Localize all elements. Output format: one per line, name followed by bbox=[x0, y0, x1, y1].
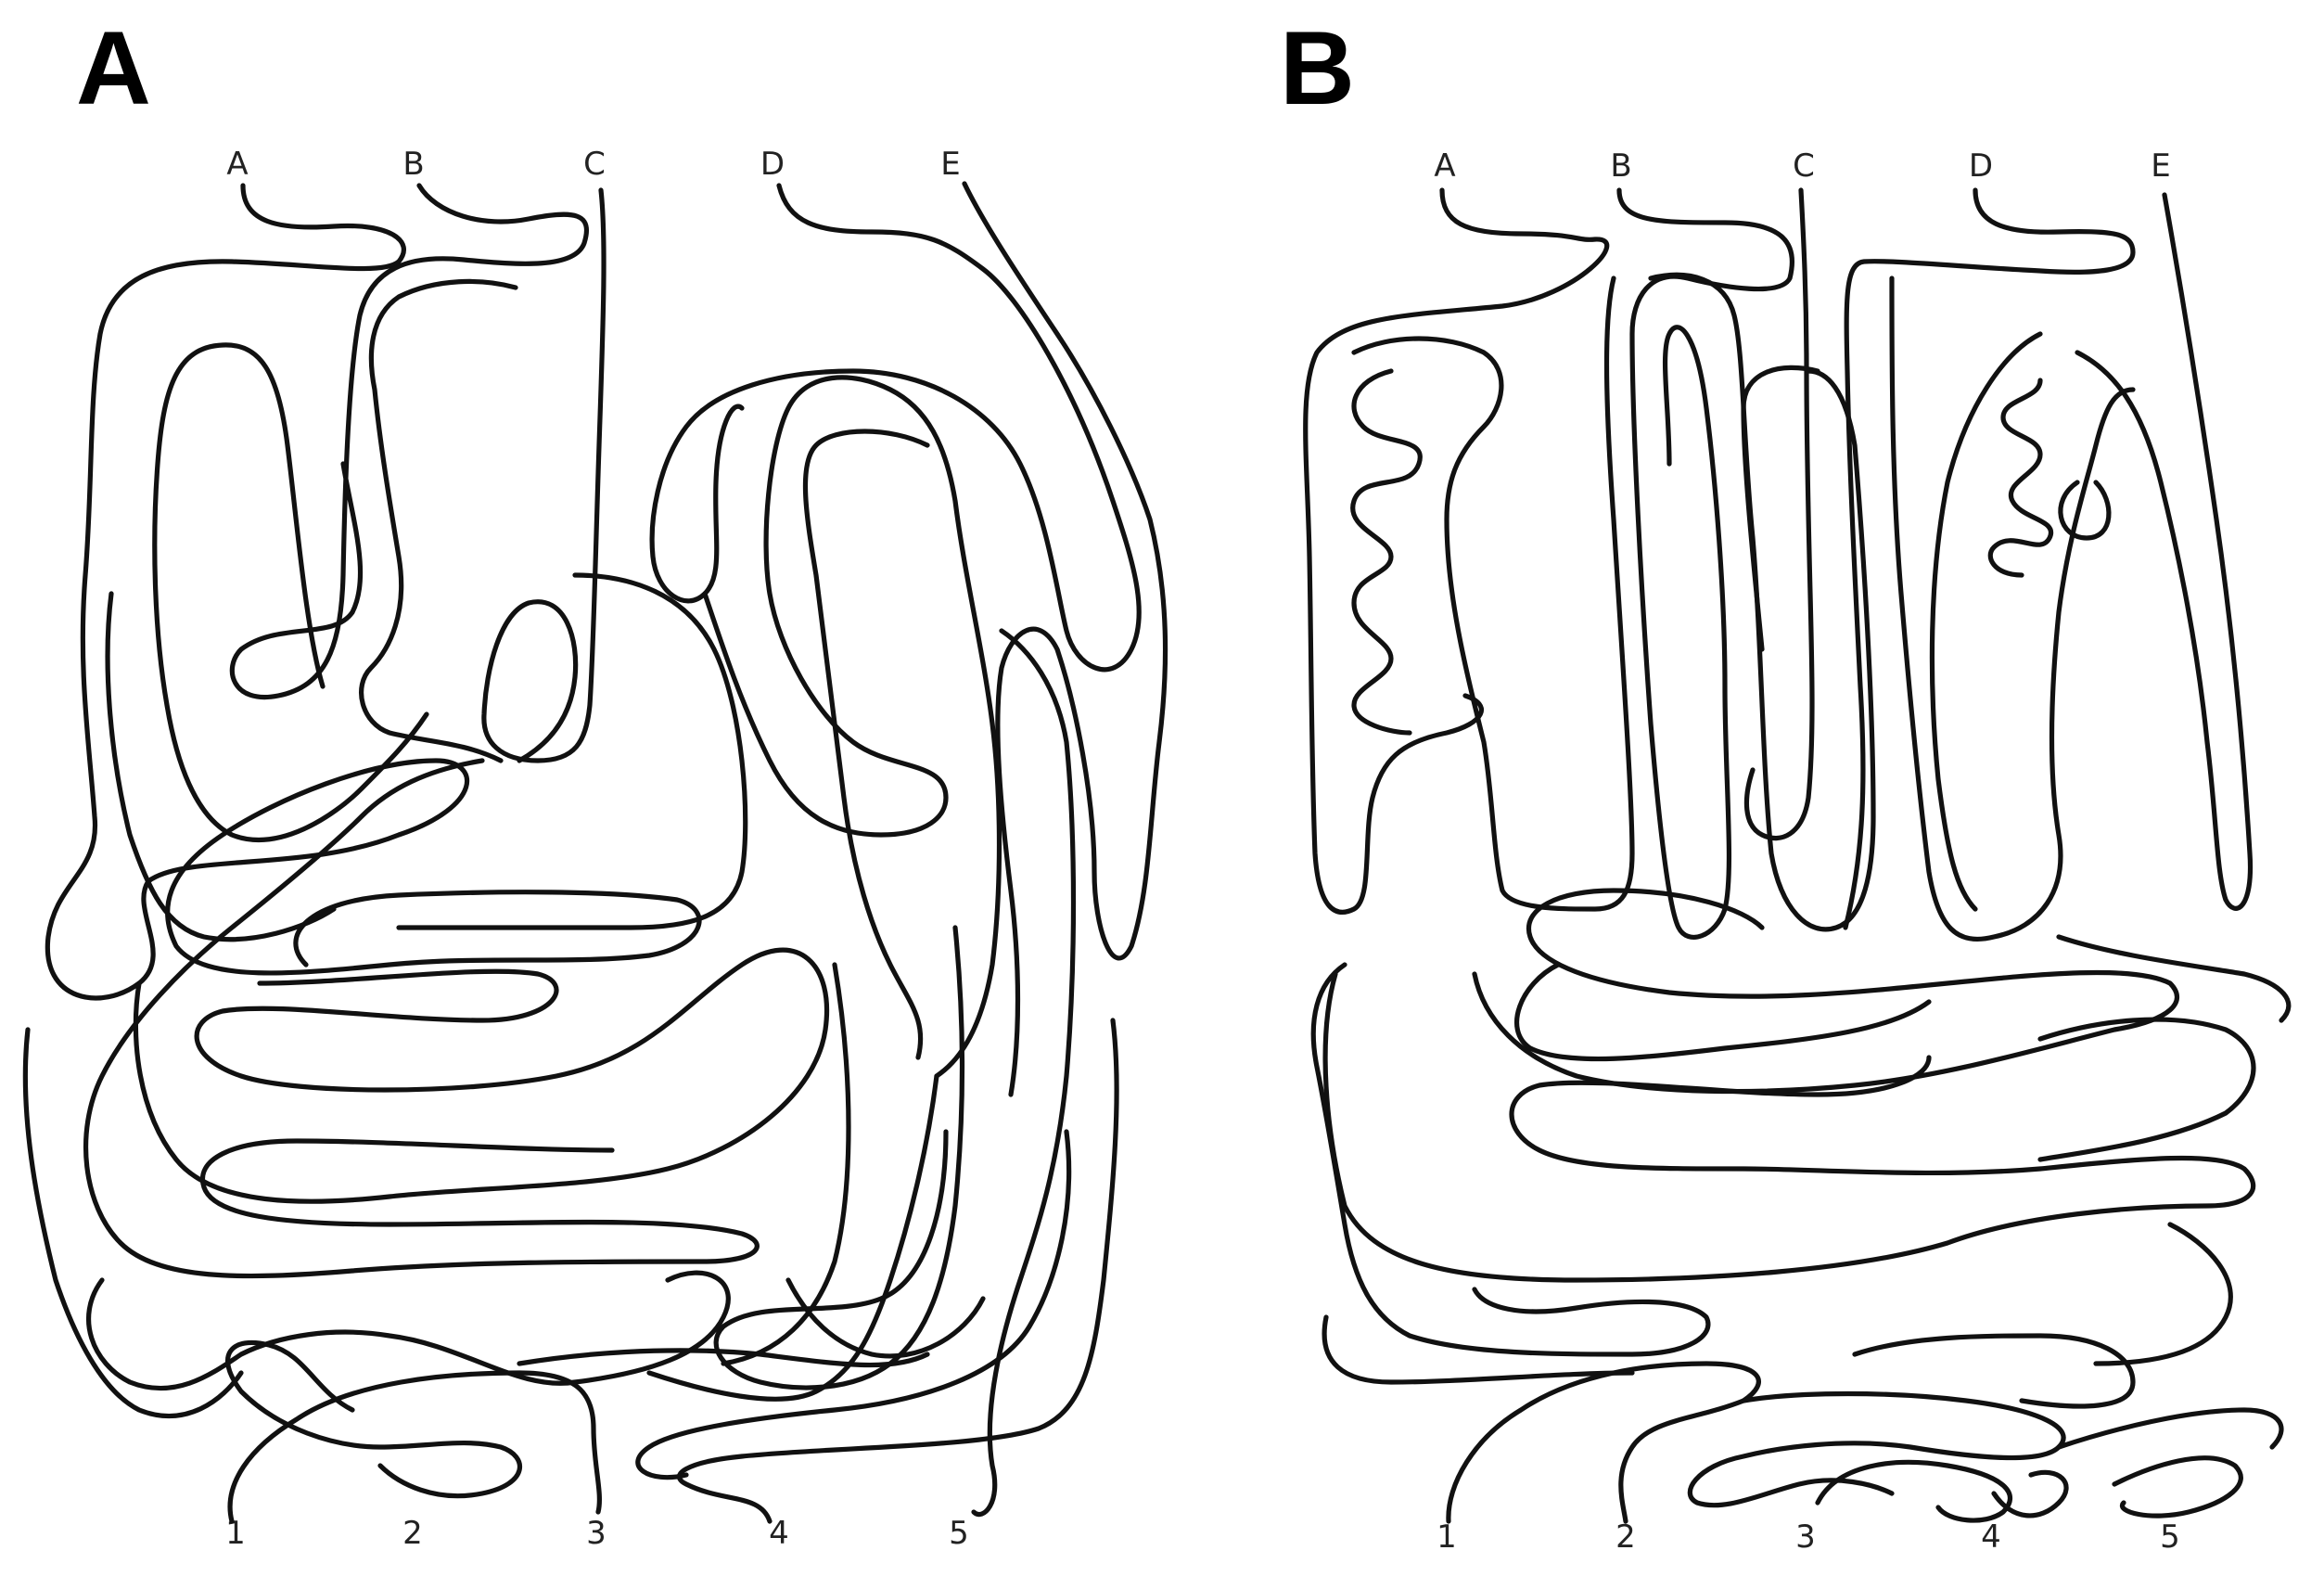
panel-b-letter: B bbox=[1280, 10, 1355, 126]
panel-b-path-b2 bbox=[1648, 272, 1876, 932]
panel-a-path-bottom1 bbox=[227, 1370, 602, 1524]
panel-a-path-bottom6 bbox=[785, 1277, 986, 1359]
panel-a-path-bottom2 bbox=[225, 1339, 523, 1499]
panel-a-bottom-label-3: 3 bbox=[586, 1515, 607, 1552]
panel-a-letter: A bbox=[76, 10, 151, 126]
panel-b-path-d3 bbox=[1929, 331, 2043, 912]
panel-b-path-d4 bbox=[1987, 378, 2054, 578]
panel-b-path-e bbox=[2075, 192, 2254, 911]
panel-b-path-loop3 bbox=[1513, 962, 1932, 1062]
panel-b-path-left2 bbox=[1322, 1314, 1635, 1385]
panel-b-path-bottom2 bbox=[1687, 1390, 2066, 1508]
panel-b-path-bottom4 bbox=[1991, 1469, 2069, 1518]
panel-b-maze-lines bbox=[1303, 187, 2292, 1524]
panel-a-path-d bbox=[649, 183, 1142, 673]
panel-b-path-a3 bbox=[1351, 275, 1635, 912]
panel-b-bottom-label-3: 3 bbox=[1795, 1518, 1816, 1556]
panel-b-path-bottom6 bbox=[2056, 1407, 2284, 1450]
panel-a-path-right4 bbox=[635, 1129, 1072, 1480]
panel-b-path-loop5 bbox=[2056, 934, 2292, 1023]
panel-a-path-right1 bbox=[971, 628, 1077, 1518]
panel-a-path-mid bbox=[83, 758, 760, 1279]
panel-a-path-d3 bbox=[802, 429, 930, 1060]
panel-b-path-bottom3 bbox=[1815, 1459, 2013, 1523]
panel-a-path-a bbox=[45, 183, 702, 1001]
panel-b-top-label-e: E bbox=[2151, 147, 2170, 185]
panel-b-path-bottom5 bbox=[2112, 1455, 2243, 1518]
panel-b-bottom-label-2: 2 bbox=[1615, 1518, 1636, 1556]
panel-a-top-label-a: A bbox=[226, 146, 248, 183]
panel-b-path-a2 bbox=[1350, 368, 1423, 736]
panel-b-path-c2 bbox=[1741, 365, 1820, 652]
panel-b-path-d5 bbox=[2058, 480, 2112, 541]
panel-b: B A B C D E 1 2 3 4 5 bbox=[1280, 10, 2292, 1556]
panel-b-path-bottom7 bbox=[1852, 1333, 2136, 1409]
panel-b-path-a bbox=[1303, 187, 1610, 915]
panel-a-path-e bbox=[962, 181, 1168, 1097]
panel-b-path-c bbox=[1743, 187, 1815, 841]
panel-a-bottom-label-1: 1 bbox=[225, 1515, 246, 1552]
panel-a-bottom-label-2: 2 bbox=[402, 1515, 423, 1552]
panel-a-top-label-d: D bbox=[760, 146, 785, 183]
panel-a-path-bottom3 bbox=[86, 1270, 731, 1391]
panel-a-path-a2 bbox=[133, 947, 830, 1204]
panel-b-path-b bbox=[1616, 187, 1795, 940]
panel-b-bottom-label-5: 5 bbox=[2160, 1518, 2180, 1556]
panel-b-path-loop1 bbox=[1322, 971, 2256, 1283]
panel-b-bottom-label-1: 1 bbox=[1437, 1518, 1457, 1556]
panel-a-top-label-b: B bbox=[402, 146, 424, 183]
panel-b-top-label-d: D bbox=[1969, 147, 1993, 185]
panel-a-path-right2 bbox=[676, 1018, 1119, 1524]
panel-b-top-label-b: B bbox=[1610, 147, 1631, 185]
panel-a-top-label-e: E bbox=[940, 146, 960, 183]
panel-b-path-bottom1 bbox=[1446, 1361, 1761, 1524]
panel-a: A A B C D E 1 2 3 4 5 bbox=[22, 10, 1168, 1552]
panel-b-path-left bbox=[1310, 962, 1711, 1357]
panel-a-path-right5 bbox=[646, 1073, 939, 1402]
panel-a-maze-lines bbox=[22, 181, 1168, 1524]
panel-b-top-label-c: C bbox=[1793, 147, 1815, 185]
panel-a-bottom-label-4: 4 bbox=[769, 1515, 789, 1552]
panel-a-bottom-label-5: 5 bbox=[949, 1515, 969, 1552]
panel-a-path-b bbox=[229, 183, 590, 700]
panel-b-path-loop4 bbox=[2037, 1017, 2256, 1162]
panel-a-path-right3 bbox=[713, 925, 965, 1390]
panel-b-bottom-label-4: 4 bbox=[1981, 1518, 2001, 1556]
panel-a-path-b2 bbox=[152, 342, 429, 842]
panel-a-path-bottom4 bbox=[22, 1027, 244, 1419]
panel-a-path-d2 bbox=[702, 375, 1002, 1079]
panel-a-path-mid2 bbox=[396, 572, 748, 930]
panel-a-path-c bbox=[481, 187, 607, 763]
panel-b-top-label-a: A bbox=[1434, 147, 1455, 185]
panel-a-path-right6 bbox=[721, 962, 851, 1366]
panel-a-top-label-c: C bbox=[583, 146, 606, 183]
panel-b-path-d2 bbox=[1889, 275, 2136, 942]
panel-a-path-bottom5 bbox=[517, 1348, 930, 1368]
panel-b-path-d bbox=[1843, 187, 2136, 930]
panel-a-path-c2 bbox=[359, 278, 518, 763]
panel-b-path-bottom8 bbox=[2093, 1222, 2233, 1366]
panel-b-path-loop2 bbox=[1472, 888, 2180, 1095]
panel-a-path-b3 bbox=[105, 591, 337, 942]
